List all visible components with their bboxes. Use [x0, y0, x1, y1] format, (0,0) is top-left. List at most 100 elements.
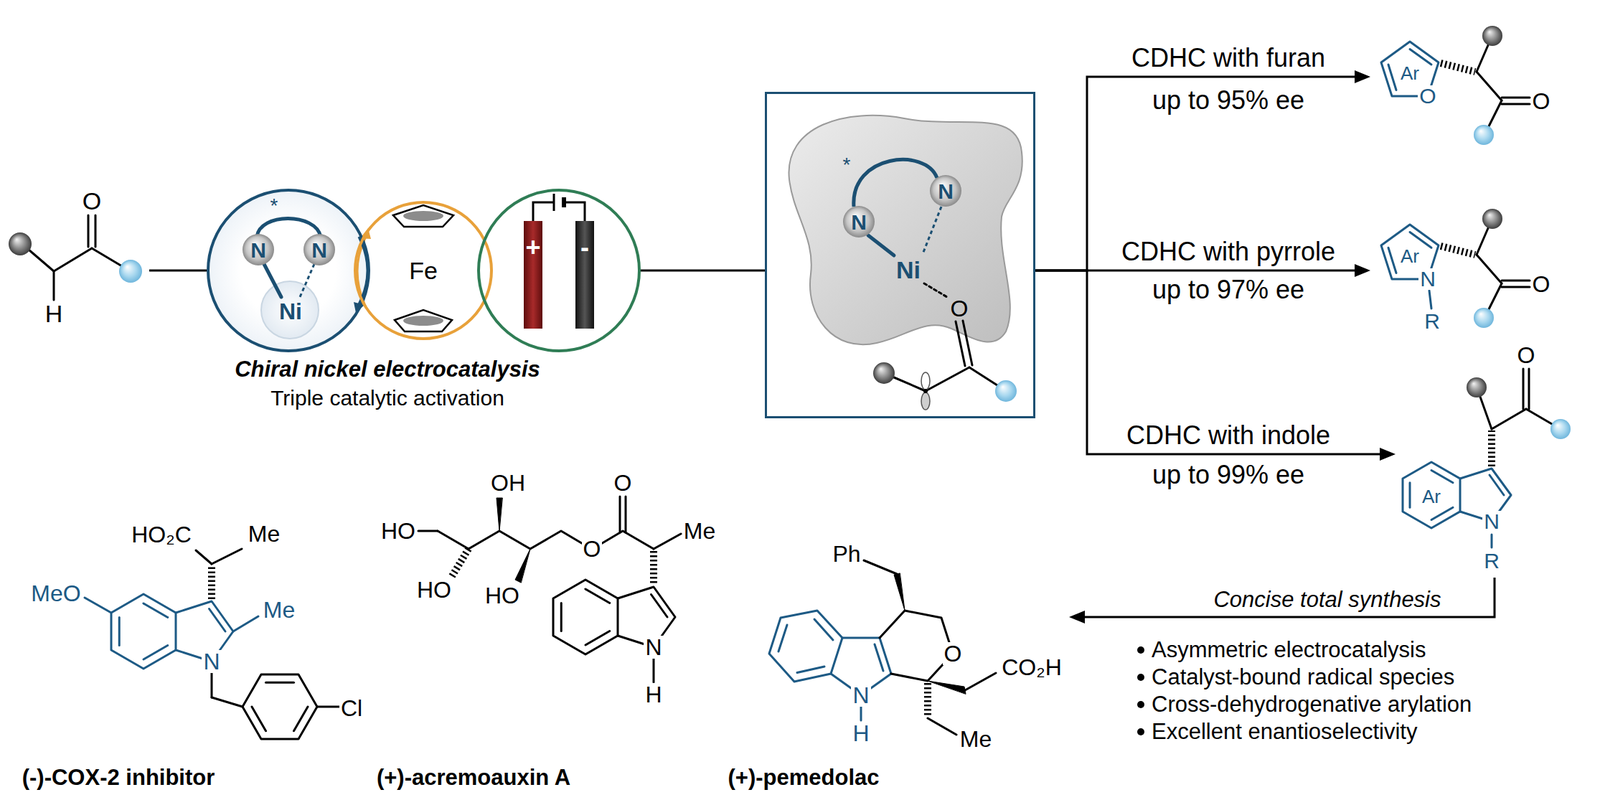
ferrocene-drawing — [394, 309, 453, 332]
node-text: N — [643, 635, 663, 659]
electrode-drawing — [553, 193, 556, 211]
node-text: Ar — [1422, 487, 1441, 506]
node-text: HO₂C — [129, 523, 194, 547]
node-text: R — [1424, 310, 1440, 333]
furan-product-drawing — [1381, 25, 1530, 145]
node-text: + — [525, 234, 541, 261]
cox2-inhibitor-drawing — [84, 597, 112, 613]
node-text: MeO — [29, 581, 82, 605]
ferrocene-drawing — [393, 205, 454, 332]
catalyst-bound-radical — [893, 283, 998, 392]
chiral-nickel-complex — [264, 264, 282, 298]
reaction-arrow — [149, 269, 207, 272]
pyrrole-product-drawing — [1429, 290, 1432, 309]
furan-product-drawing — [1440, 63, 1476, 72]
chiral-nickel-complex — [242, 218, 336, 340]
node-text: O — [81, 188, 103, 214]
catalyst-bound-radical — [921, 392, 930, 410]
node-text: Me — [261, 598, 297, 622]
pemedolac-drawing — [863, 560, 897, 574]
chiral-nickel-complex — [303, 233, 336, 266]
pemedolac-structure: PhOCO₂HNMeH(+)-pemedolac — [724, 534, 1070, 793]
node-text: Cl — [339, 696, 364, 720]
node-text: N — [1482, 510, 1501, 533]
node-text: (-)-COX-2 inhibitor — [22, 766, 216, 789]
pyrrole-product-drawing — [1473, 307, 1494, 328]
reaction-arrow — [1083, 577, 1495, 618]
pemedolac-drawing — [927, 718, 957, 735]
annotation-label: Chiral nickel electrocatalysis — [234, 356, 541, 383]
catalyst-bound-radical — [921, 372, 930, 390]
acremoauxin-drawing — [650, 551, 658, 585]
acremoauxin-drawing — [599, 530, 654, 549]
substrate-bonds — [53, 248, 92, 272]
node-text: N — [1418, 268, 1438, 290]
cox2-inhibitor-drawing — [242, 674, 318, 740]
node-text: Me — [958, 727, 994, 751]
pyrrole-product-drawing — [1440, 246, 1476, 255]
catalyst-bound-radical — [788, 115, 1022, 410]
catalyst-bound-radical — [923, 388, 928, 394]
acremoauxin-drawing — [553, 579, 618, 655]
indole-product-drawing — [1528, 368, 1531, 409]
electrode-drawing — [575, 220, 595, 329]
acremoauxin-drawing — [585, 589, 610, 604]
cox2-inhibitor-drawing — [251, 706, 267, 732]
node-text: O — [1531, 272, 1552, 296]
pyrrole-product-drawing — [1388, 247, 1397, 273]
node-text: - — [580, 234, 590, 261]
substrate-bonds — [94, 215, 97, 247]
node-text: N — [311, 239, 328, 262]
cox2-inhibitor-drawing — [208, 566, 216, 600]
pyrrole-product-drawing — [1381, 208, 1530, 328]
annotation-label: Catalyst-bound radical species — [1151, 664, 1455, 691]
node-text: O — [942, 642, 964, 666]
electrode-circle: +- — [477, 188, 641, 353]
acremoauxin-drawing — [452, 548, 469, 577]
indole-product-drawing — [1431, 507, 1453, 520]
acremoauxin-drawing — [437, 530, 585, 549]
bullet-dot — [1137, 728, 1145, 736]
acremoauxin-drawing — [619, 496, 622, 533]
node-text: H — [643, 683, 663, 707]
annotation-label: up to 95% ee — [1152, 85, 1305, 115]
node-text: O — [581, 537, 603, 561]
acremoauxin-drawing — [652, 658, 656, 683]
substrate-bonds — [91, 248, 122, 267]
node-text: O — [1417, 85, 1438, 107]
catalyst-bound-radical — [925, 367, 970, 392]
electrode-drawing — [523, 193, 595, 329]
furan-product-drawing — [1476, 71, 1502, 101]
arrow-label: CDHC with pyrrole — [1120, 236, 1337, 267]
catalyst-bound-radical — [873, 362, 895, 384]
node-text: N — [250, 239, 267, 262]
pemedolac-drawing — [769, 560, 996, 735]
indole-product-drawing — [1466, 377, 1487, 398]
annotation-label: Asymmetric electrocatalysis — [1151, 637, 1426, 663]
ferrocene-drawing — [403, 315, 444, 326]
node-text: Me — [246, 522, 282, 546]
chiral-nickel-complex — [261, 281, 319, 339]
ferrocene-drawing — [393, 205, 454, 227]
bullet-dot — [1137, 673, 1145, 681]
arrow-label: CDHC with indole — [1125, 420, 1332, 450]
cox2-inhibitor-drawing — [211, 697, 243, 707]
substrate-bonds — [28, 249, 54, 272]
node-text: Me — [682, 519, 717, 543]
node-text: R — [1483, 550, 1500, 572]
indole-product-drawing — [1490, 534, 1494, 548]
arrow-head — [1354, 264, 1371, 277]
annotation-label: Triple catalytic activation — [270, 386, 505, 412]
indole-product: O ArNR — [1395, 338, 1575, 578]
nickel-circle-shade — [209, 191, 368, 350]
acremoauxin-drawing — [418, 496, 681, 683]
node-text: Fe — [408, 258, 438, 283]
electrode-drawing — [533, 202, 585, 221]
ferrocene-circle: Fe — [353, 200, 493, 341]
node-text: O — [1516, 343, 1537, 367]
node-text: OH — [489, 471, 527, 495]
acremoauxin-drawing — [624, 496, 628, 533]
catalyst-bound-radical — [969, 367, 998, 386]
node-text: Ph — [830, 542, 862, 566]
pyrrole-product-drawing — [1409, 232, 1432, 249]
